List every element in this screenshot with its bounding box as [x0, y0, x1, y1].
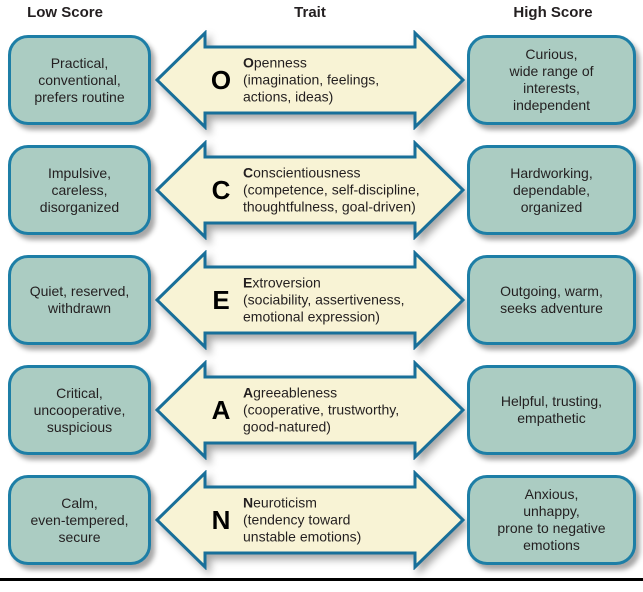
column-header-high-score: High Score	[513, 4, 593, 21]
trait-facets: (cooperative, trustworthy, good-natured)	[243, 401, 400, 435]
trait-name: Extroversion	[243, 274, 321, 291]
trait-name: Agreeableness	[243, 384, 338, 401]
double-arrow-icon	[155, 140, 465, 240]
trait-facets: (tendency toward unstable emotions)	[243, 511, 362, 545]
trait-letter: E	[212, 284, 230, 315]
trait-arrow: E Extroversion (sociability, assertivene…	[155, 250, 465, 350]
trait-description: Openness (imagination, feelings, actions…	[243, 55, 379, 106]
trait-letter: O	[210, 64, 232, 95]
trait-description: Conscientiousness (competence, self-disc…	[243, 165, 420, 216]
trait-description: Agreeableness (cooperative, trustworthy,…	[243, 385, 399, 436]
double-arrow-icon	[155, 250, 465, 350]
trait-row-neuroticism: Calm, even-tempered, secure N Neuroticis…	[0, 470, 643, 570]
column-header-low-score: Low Score	[27, 4, 103, 21]
trait-facets: (sociability, assertiveness, emotional e…	[243, 291, 405, 325]
trait-arrow: O Openness (imagination, feelings, actio…	[155, 30, 465, 130]
trait-row-openness: Practical, conventional, prefers routine…	[0, 30, 643, 130]
trait-letter: C	[211, 174, 231, 205]
high-score-box: Anxious, unhappy, prone to negative emot…	[467, 475, 636, 565]
trait-description: Extroversion (sociability, assertiveness…	[243, 275, 405, 326]
trait-row-conscientiousness: Impulsive, careless, disorganized C Cons…	[0, 140, 643, 240]
low-score-box: Quiet, reserved, withdrawn	[8, 255, 151, 345]
trait-description: Neuroticism (tendency toward unstable em…	[243, 495, 361, 546]
double-arrow-icon	[155, 360, 465, 460]
low-score-box: Calm, even-tempered, secure	[8, 475, 151, 565]
low-score-box: Practical, conventional, prefers routine	[8, 35, 151, 125]
column-header-trait: Trait	[294, 4, 326, 21]
high-score-box: Outgoing, warm, seeks adventure	[467, 255, 636, 345]
footer-divider	[0, 578, 643, 581]
high-score-box: Helpful, trusting, empathetic	[467, 365, 636, 455]
high-score-box: Hardworking, dependable, organized	[467, 145, 636, 235]
trait-facets: (imagination, feelings, actions, ideas)	[243, 71, 380, 105]
trait-letter: A	[211, 394, 231, 425]
low-score-box: Critical, uncooperative, suspicious	[8, 365, 151, 455]
trait-arrow: C Conscientiousness (competence, self-di…	[155, 140, 465, 240]
trait-name: Neuroticism	[243, 494, 317, 511]
trait-row-extroversion: Quiet, reserved, withdrawn E Extroversio…	[0, 250, 643, 350]
double-arrow-icon	[155, 470, 465, 570]
trait-name: Openness	[243, 54, 307, 71]
trait-row-agreeableness: Critical, uncooperative, suspicious A Ag…	[0, 360, 643, 460]
trait-arrow: N Neuroticism (tendency toward unstable …	[155, 470, 465, 570]
trait-name: Conscientiousness	[243, 164, 361, 181]
trait-letter: N	[211, 504, 231, 535]
double-arrow-icon	[155, 30, 465, 130]
low-score-box: Impulsive, careless, disorganized	[8, 145, 151, 235]
trait-facets: (competence, self-discipline, thoughtful…	[243, 181, 420, 215]
high-score-box: Curious, wide range of interests, indepe…	[467, 35, 636, 125]
trait-arrow: A Agreeableness (cooperative, trustworth…	[155, 360, 465, 460]
